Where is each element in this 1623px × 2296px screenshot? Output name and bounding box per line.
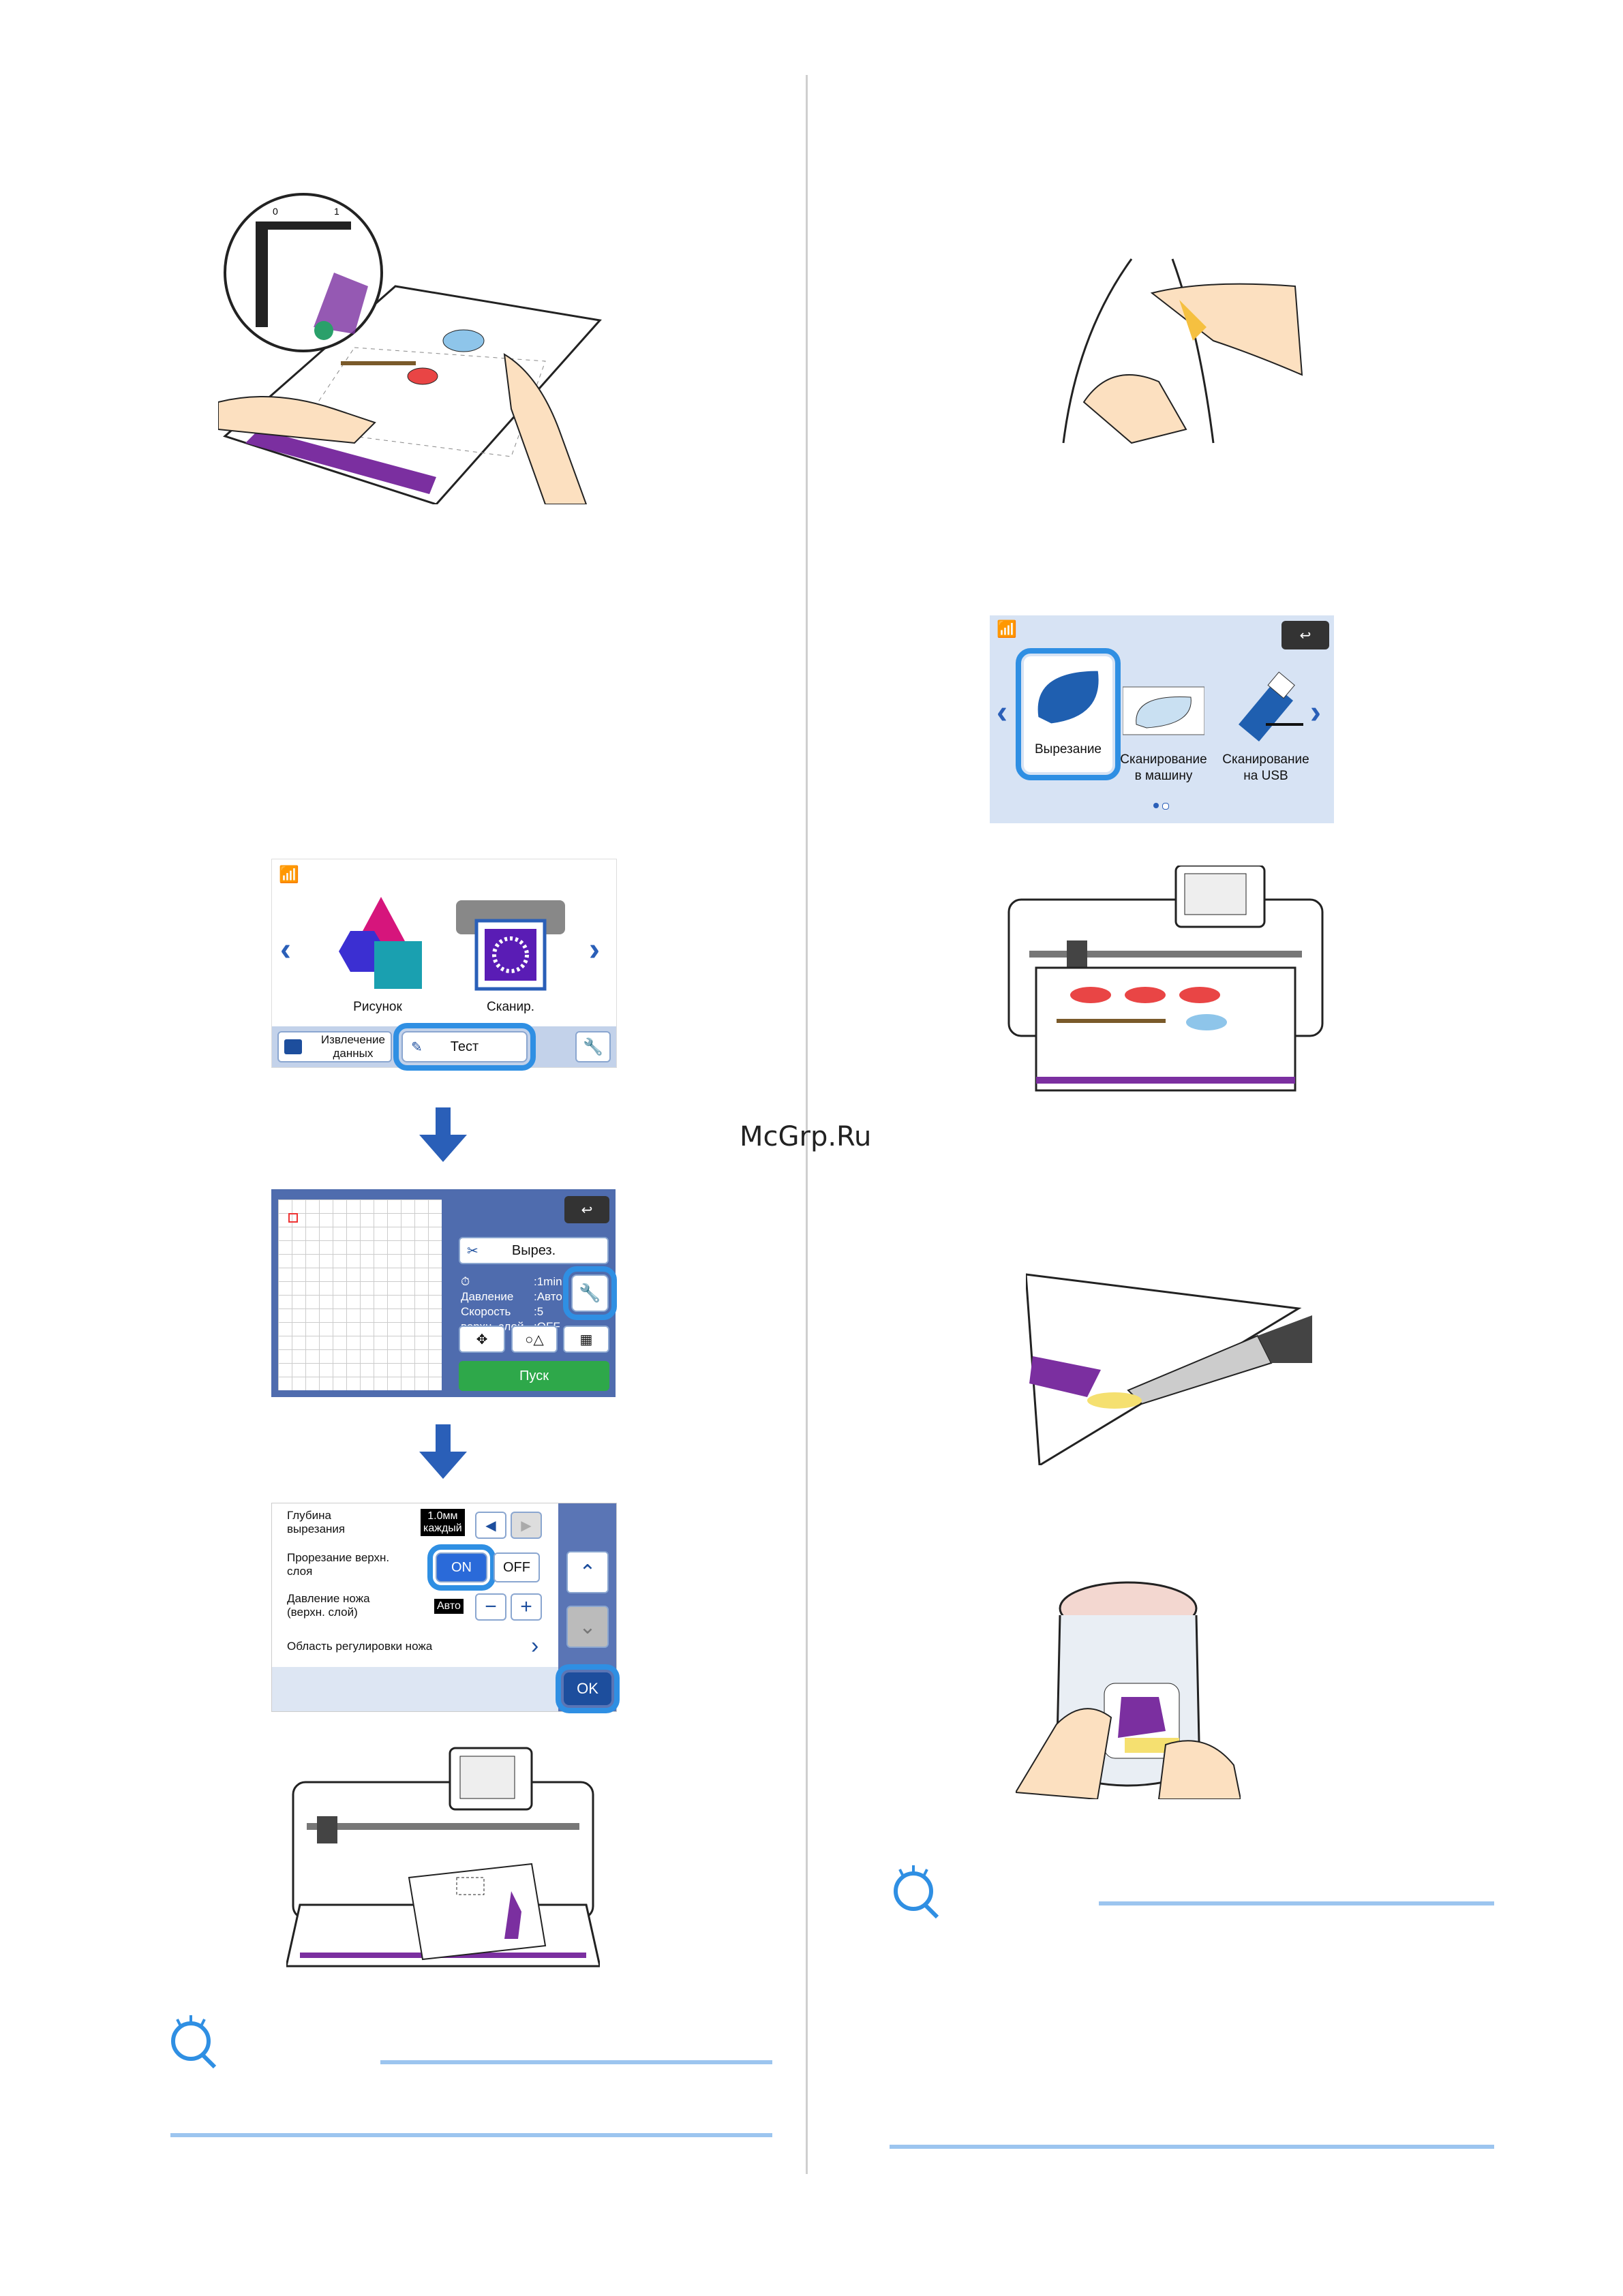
jar-illustration — [1016, 1581, 1241, 1799]
ok-label: OK — [577, 1680, 598, 1697]
page-dot-active — [1153, 803, 1159, 808]
info-value-speed: :5 — [534, 1305, 544, 1318]
prev-arrow[interactable]: ‹ — [280, 932, 291, 968]
prev-arrow[interactable]: ‹ — [997, 694, 1007, 731]
start-button[interactable]: Пуск — [459, 1361, 609, 1391]
move-icon: ✥ — [476, 1332, 488, 1347]
off-label: OFF — [503, 1559, 530, 1575]
back-button[interactable]: ↩ — [564, 1196, 609, 1223]
home-item-scan: Сканир. — [487, 1000, 534, 1014]
minus-button[interactable]: − — [475, 1593, 506, 1621]
mat-preview — [278, 1199, 442, 1390]
down-arrow-icon — [419, 1107, 467, 1162]
cut-icon: ✂ — [467, 1243, 479, 1259]
wrench-settings-button[interactable]: 🔧 — [563, 1266, 617, 1320]
wifi-icon: 📶 — [279, 866, 299, 884]
note-icon — [171, 2015, 217, 2068]
settings-screen: Глубина вырезания 1.0мм каждый ◀ ▶ Проре… — [271, 1503, 620, 1713]
chevron-right-icon[interactable]: › — [531, 1633, 539, 1659]
watermark: McGrp.Ru — [740, 1121, 872, 1152]
mode-screen: 📶 ↩ ‹ › Вырезание Сканирование в машину … — [990, 615, 1334, 823]
chevron-down-icon: ⌄ — [579, 1615, 596, 1638]
cut-label: Вырез. — [511, 1242, 556, 1258]
note-bottom-line — [170, 2133, 772, 2137]
retrieve-label: Извлечение данных — [320, 1033, 385, 1060]
wifi-icon: 📶 — [997, 620, 1017, 639]
machine-illustration — [286, 1747, 600, 1968]
mode-item-cut: Вырезание — [1035, 742, 1102, 756]
home-screen: 📶 ‹ › Рисунок Сканир. Извлечение данных … — [271, 859, 617, 1071]
mode-item-scan-machine: Сканирование в машину — [1120, 752, 1207, 783]
cut-mode-tile[interactable]: Вырезание — [1016, 648, 1121, 780]
note-top-line — [380, 2060, 772, 2064]
leaf-icon — [1035, 669, 1101, 726]
area-label[interactable]: Область регулировки ножа — [287, 1640, 433, 1653]
ruler-tick-1: 1 — [334, 206, 339, 217]
test-button[interactable]: ✎ Тест — [393, 1023, 536, 1071]
folder-icon — [284, 1039, 302, 1054]
pen-icon: ✎ — [411, 1039, 423, 1055]
settings-button[interactable]: 🔧 — [575, 1031, 611, 1062]
on-label: ON — [451, 1559, 472, 1575]
down-arrow-icon — [419, 1424, 467, 1479]
mat-icon: ▦ — [579, 1332, 593, 1347]
depth-left-button[interactable]: ◀ — [475, 1512, 506, 1539]
timer-icon: ⏱ — [461, 1275, 470, 1288]
test-label: Тест — [450, 1039, 479, 1054]
info-value-time: :1min — [534, 1275, 562, 1288]
note-top-line — [1099, 1901, 1494, 1905]
machine-front-illustration — [1007, 866, 1324, 1092]
wrench-icon: 🔧 — [579, 1283, 601, 1303]
mode-item-scan-usb: Сканирование на USB — [1222, 752, 1309, 783]
retrieve-button[interactable]: Извлечение данных — [277, 1031, 392, 1062]
note-bottom-line — [890, 2145, 1494, 2149]
note-icon — [894, 1865, 939, 1918]
chevron-up-icon: ⌃ — [579, 1561, 596, 1584]
back-button[interactable]: ↩ — [1281, 621, 1329, 649]
page-dot — [1162, 803, 1169, 810]
shape-icon: ○△ — [525, 1332, 544, 1347]
on-button[interactable]: ON — [427, 1544, 496, 1591]
usb-icon[interactable] — [1218, 670, 1307, 745]
move-button[interactable]: ✥ — [459, 1326, 505, 1353]
depth-label: Глубина вырезания — [287, 1509, 346, 1535]
pattern-icon[interactable] — [327, 890, 436, 992]
info-label-speed: Скорость — [461, 1305, 511, 1318]
start-label: Пуск — [519, 1368, 549, 1383]
cut-mode-button[interactable]: ✂ Вырез. — [459, 1237, 609, 1264]
home-item-pattern: Рисунок — [353, 1000, 402, 1014]
right-triangle-icon: ▶ — [521, 1518, 532, 1533]
pressure-label: Давление ножа (верхн. слой) — [287, 1592, 370, 1619]
info-value-pressure: :Авто — [534, 1290, 562, 1303]
peel-illustration — [1062, 258, 1303, 444]
cut-screen: ↩ ✂ Вырез. ⏱ Давление Скорость верхн. сл… — [271, 1189, 617, 1397]
depth-right-button[interactable]: ▶ — [511, 1512, 542, 1539]
plus-label: + — [520, 1595, 532, 1618]
mat-placement-illustration: 0 1 — [218, 193, 602, 504]
scan-icon[interactable] — [456, 900, 565, 996]
column-divider — [806, 75, 808, 2174]
wrench-icon: 🔧 — [583, 1037, 603, 1056]
off-button[interactable]: OFF — [494, 1552, 540, 1582]
left-triangle-icon: ◀ — [485, 1518, 496, 1533]
mat-button[interactable]: ▦ — [563, 1326, 609, 1353]
next-arrow[interactable]: › — [1310, 694, 1321, 731]
plus-button[interactable]: + — [511, 1593, 542, 1621]
ok-button[interactable]: OK — [556, 1664, 620, 1713]
shape-button[interactable]: ○△ — [511, 1326, 558, 1353]
ruler-tick-0: 0 — [273, 206, 278, 217]
scroll-up-button[interactable]: ⌃ — [566, 1551, 609, 1593]
scroll-down-button[interactable]: ⌄ — [566, 1606, 609, 1648]
info-label-pressure: Давление — [461, 1290, 514, 1303]
pressure-value: Авто — [434, 1599, 464, 1614]
spatula-illustration — [1026, 1273, 1312, 1465]
next-arrow[interactable]: › — [589, 932, 600, 968]
minus-label: − — [485, 1595, 497, 1618]
depth-value: 1.0мм каждый — [421, 1509, 465, 1536]
scan-machine-icon[interactable] — [1123, 684, 1204, 738]
top-cut-label: Прорезание верхн. слоя — [287, 1551, 390, 1578]
